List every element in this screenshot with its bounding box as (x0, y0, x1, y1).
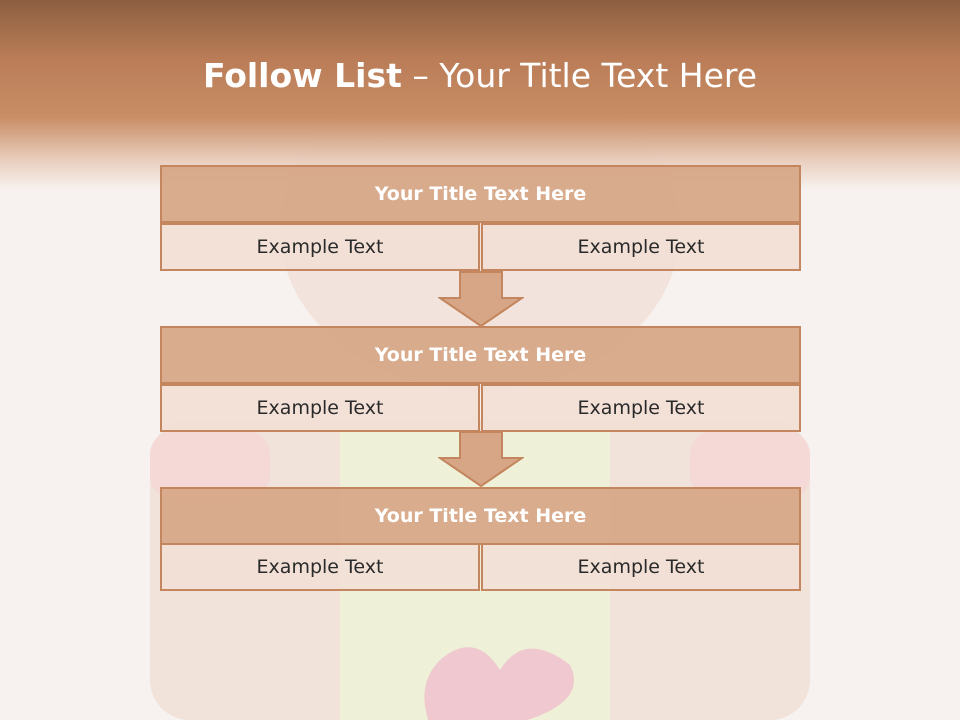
page-title: Follow List – Your Title Text Here (0, 52, 960, 100)
down-arrow-icon (438, 271, 524, 328)
block-cell-right: Example Text (481, 543, 801, 591)
block-cell-left: Example Text (160, 543, 480, 591)
block-title: Your Title Text Here (160, 165, 801, 223)
list-block-3: Your Title Text Here Example Text Exampl… (160, 487, 801, 593)
title-rest: – Your Title Text Here (401, 56, 758, 95)
block-cell-left: Example Text (160, 223, 480, 271)
header-band (0, 0, 960, 190)
title-bold: Follow List (202, 56, 402, 95)
block-cell-right: Example Text (481, 384, 801, 432)
list-block-2: Your Title Text Here Example Text Exampl… (160, 326, 801, 432)
down-arrow-icon (438, 431, 524, 488)
block-cell-right: Example Text (481, 223, 801, 271)
list-block-1: Your Title Text Here Example Text Exampl… (160, 165, 801, 271)
block-title: Your Title Text Here (160, 326, 801, 384)
block-cell-left: Example Text (160, 384, 480, 432)
block-title: Your Title Text Here (160, 487, 801, 545)
